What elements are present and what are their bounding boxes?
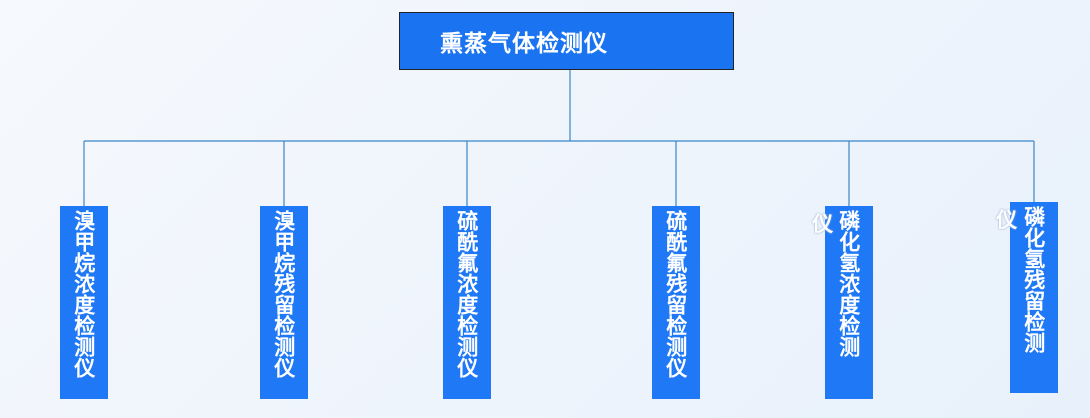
root-node-label: 熏蒸气体检测仪 [440, 30, 608, 57]
child-node-5-label: 磷化氢浓度检测 [836, 210, 862, 357]
child-node-6-overflow-char: 仪 [996, 207, 1017, 232]
child-node-2: 溴甲烷残留检测仪 [260, 206, 308, 399]
child-node-2-label: 溴甲烷残留检测仪 [271, 210, 297, 378]
child-node-1-label: 溴甲烷浓度检测仪 [71, 210, 97, 378]
root-node: 熏蒸气体检测仪 [399, 12, 734, 70]
child-node-4: 硫酰氟残留检测仪 [652, 206, 700, 399]
child-node-6: 磷化氢残留检测 [1010, 202, 1058, 393]
child-node-5-overflow-char: 仪 [812, 211, 833, 236]
child-node-6-label: 磷化氢残留检测 [1021, 206, 1047, 353]
child-node-3: 硫酰氟浓度检测仪 [443, 206, 491, 399]
child-node-5: 磷化氢浓度检测 [825, 206, 873, 399]
child-node-1: 溴甲烷浓度检测仪 [60, 206, 108, 399]
child-node-3-label: 硫酰氟浓度检测仪 [454, 210, 480, 378]
child-node-4-label: 硫酰氟残留检测仪 [663, 210, 689, 378]
